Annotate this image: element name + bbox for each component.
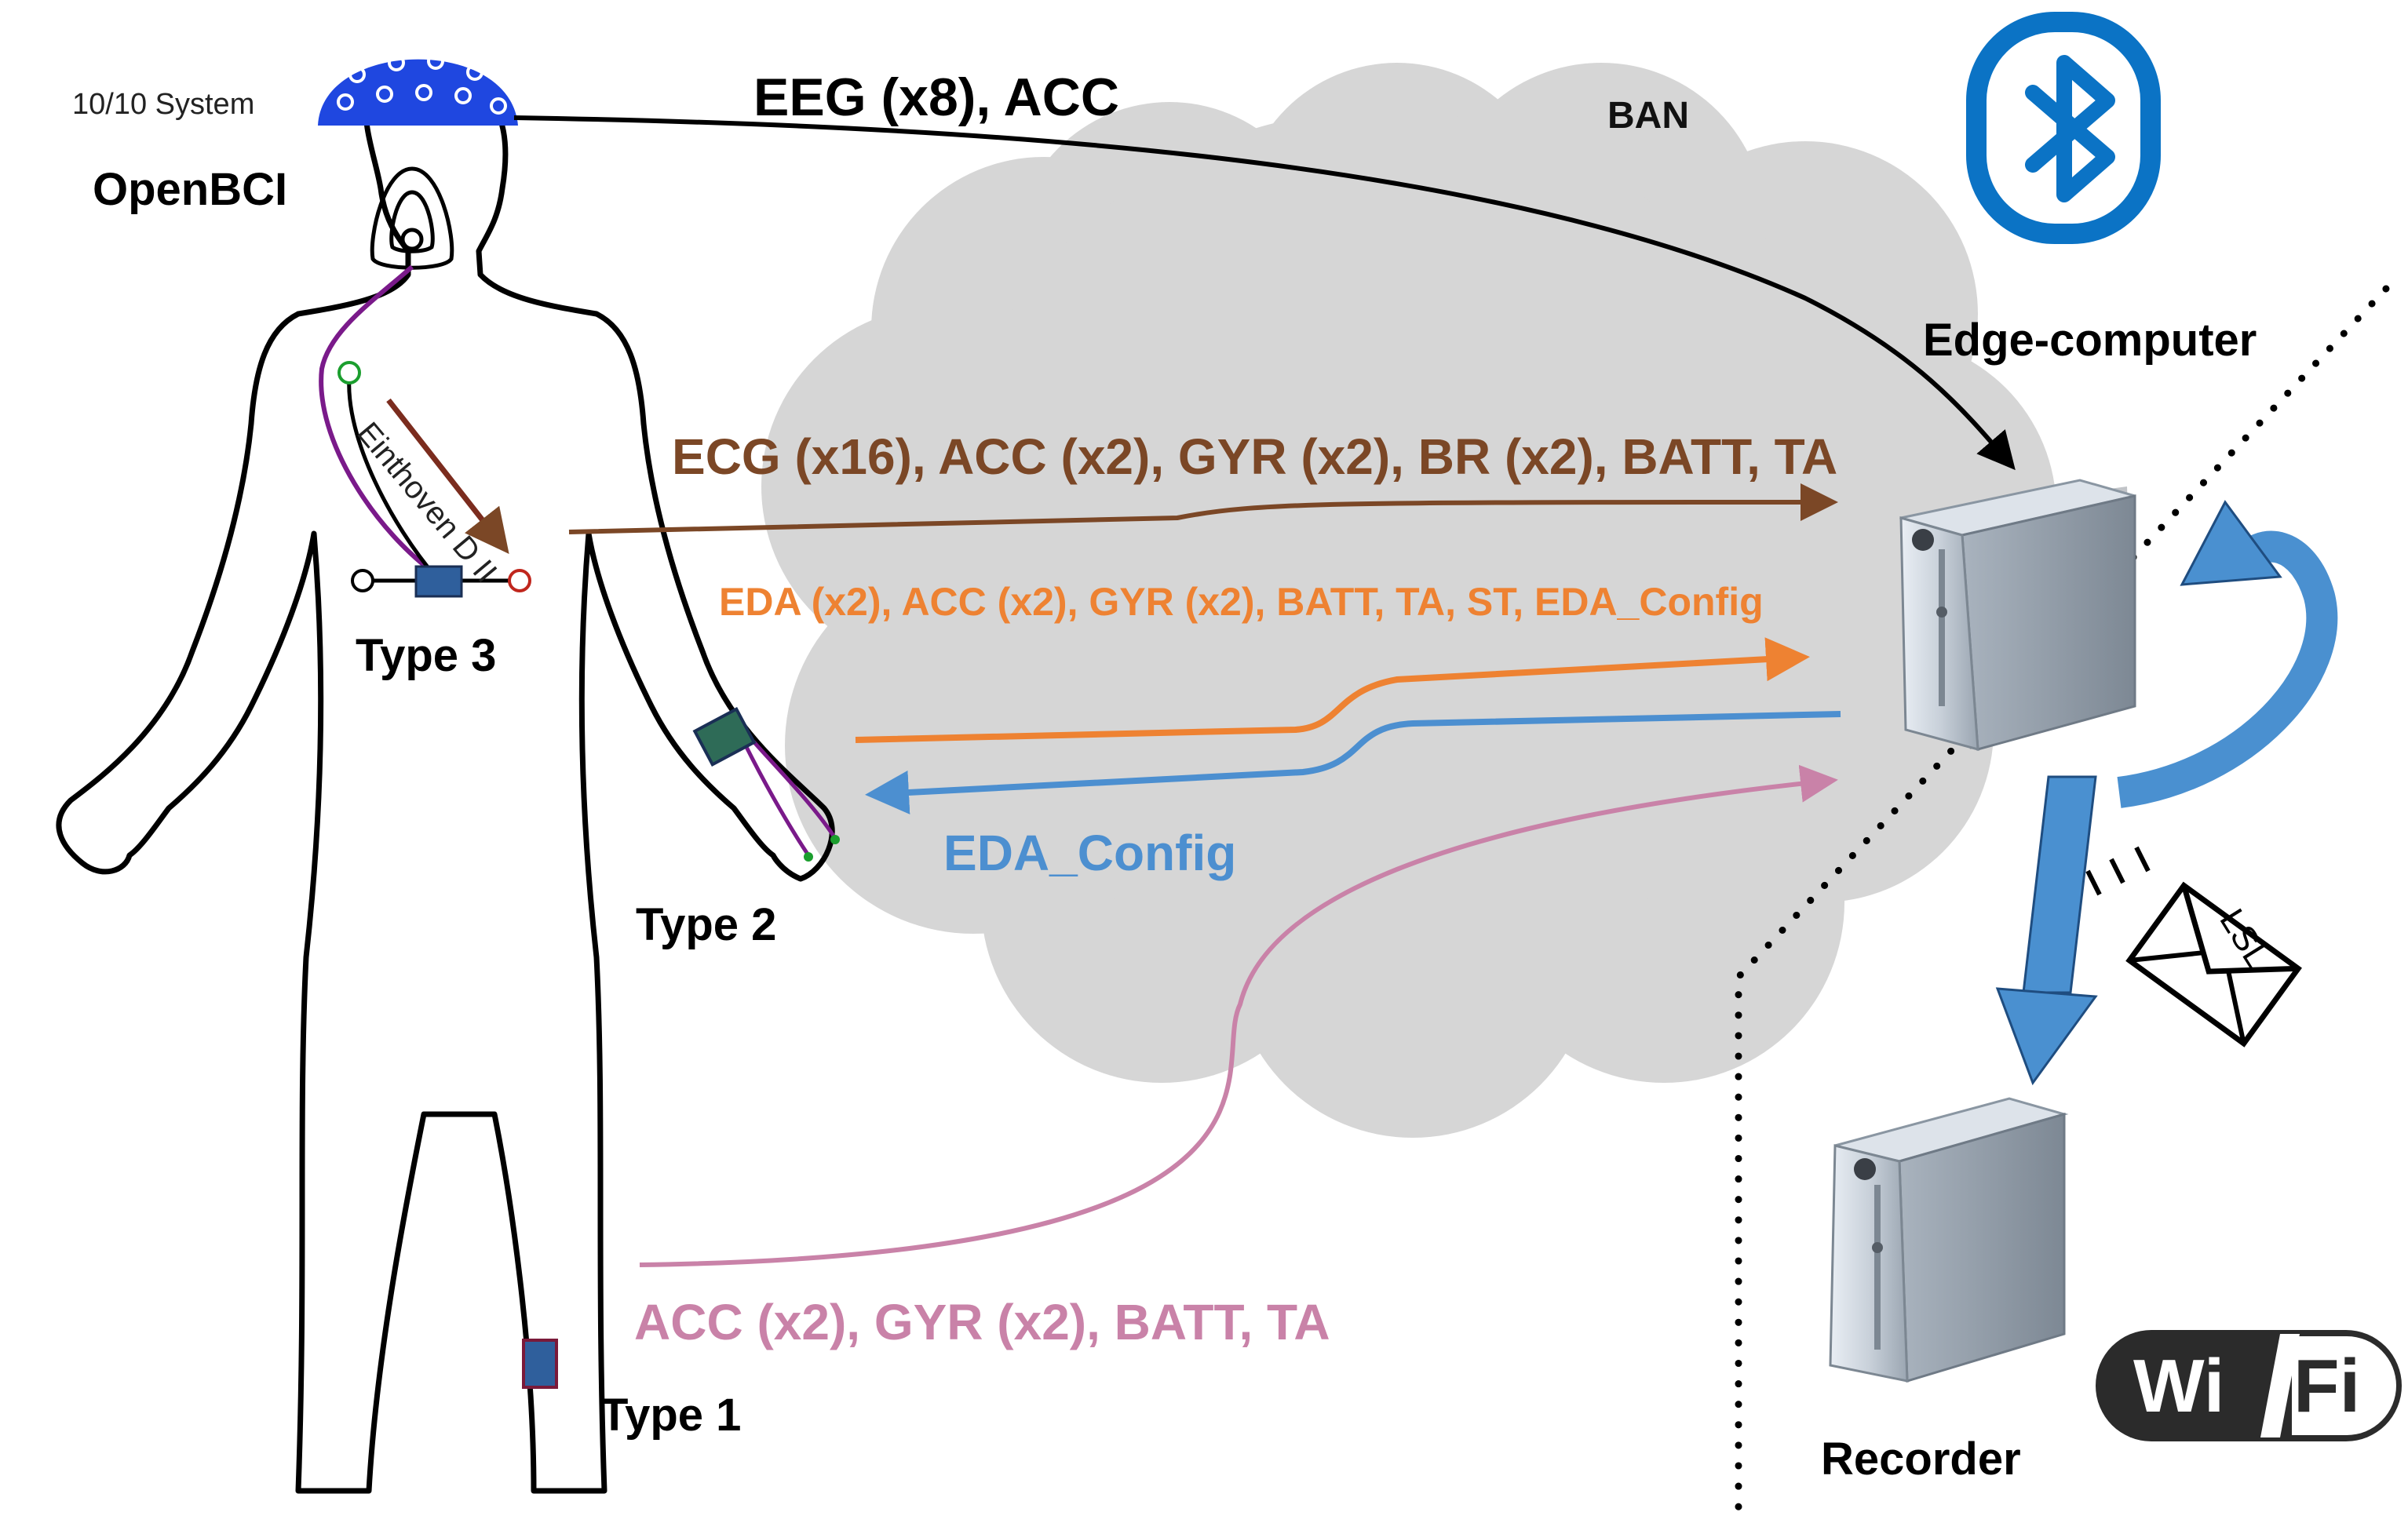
wifi-icon (2096, 1330, 2402, 1441)
system-label: 10/10 System (72, 88, 255, 121)
type1-label: Type 1 (600, 1390, 742, 1441)
ecg-stream-label: ECG (x16), ACC (x2), GYR (x2), BR (x2), … (672, 428, 1838, 485)
human-body-outline (56, 67, 835, 1494)
acc-leg-sensor (522, 1339, 558, 1389)
respiration-mask-icon (370, 166, 454, 270)
wifi-text-wi: Wi (2133, 1344, 2225, 1428)
network-boundary-line (1735, 285, 2390, 1518)
eeg-cap-icon (318, 53, 518, 126)
wifi-text-fi: Fi (2293, 1344, 2361, 1428)
type2-label: Type 2 (636, 899, 777, 950)
ban-label: BAN (1607, 95, 1689, 137)
eda-config-label: EDA_Config (943, 825, 1237, 881)
edge-computer-server-icon (1899, 479, 2136, 752)
eeg-stream-arrow (513, 115, 2016, 471)
eda-stream-label: EDA (x2), ACC (x2), GYR (x2), BATT, TA, … (719, 580, 1764, 624)
recorder-server-icon (1829, 1097, 2069, 1383)
openbci-label: OpenBCI (93, 164, 288, 215)
type3-label: Type 3 (356, 630, 497, 681)
processing-loop-arrow (2117, 500, 2338, 808)
acc-stream-label: ACC (x2), GYR (x2), BATT, TA (634, 1294, 1330, 1350)
eda-wrist-sensor (692, 707, 840, 862)
envelope-motion-lines (2085, 846, 2151, 896)
envelope-icon (2125, 881, 2302, 1048)
eeg-stream-label: EEG (x8), ACC (753, 67, 1120, 127)
eda-config-arrow (865, 711, 1841, 814)
eda-stream-arrow (855, 637, 1810, 743)
acc-stream-arrow (639, 764, 1838, 1267)
edge-to-recorder-arrow (1995, 775, 2098, 1086)
ecg-chest-wires (319, 264, 531, 598)
edge-computer-label: Edge-computer (1923, 315, 2257, 366)
bluetooth-icon (1966, 12, 2161, 244)
ecg-stream-arrow (568, 483, 1838, 534)
recorder-label: Recorder (1821, 1434, 2021, 1485)
